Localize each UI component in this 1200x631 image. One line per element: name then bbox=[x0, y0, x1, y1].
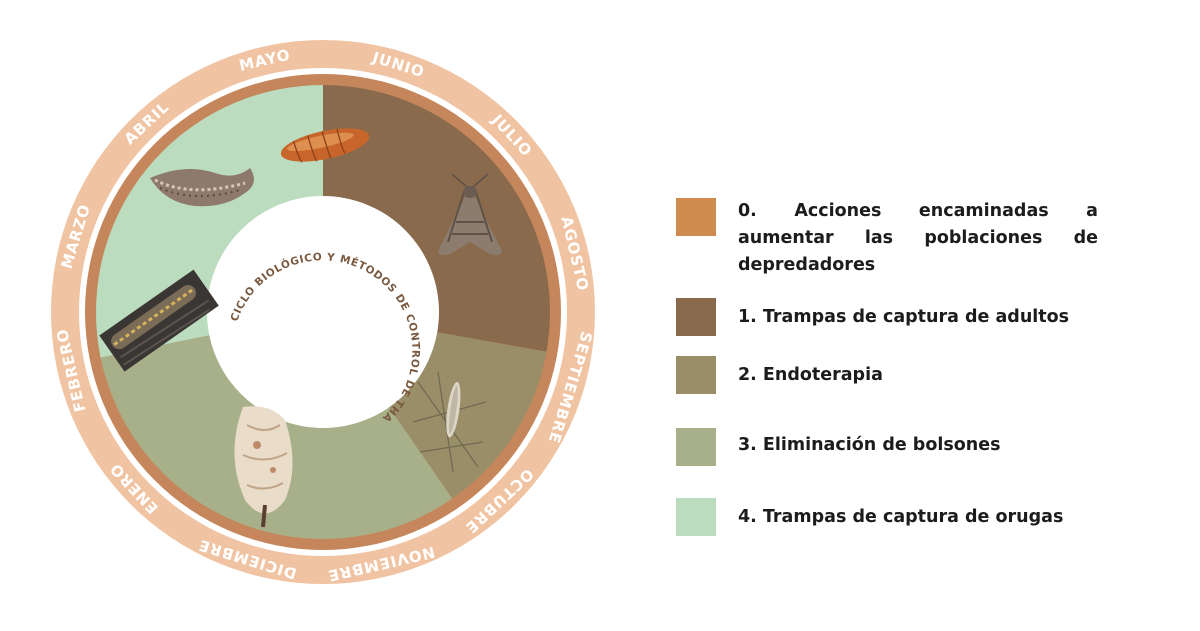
caterpillar-on-bark-icon bbox=[99, 269, 219, 372]
legend-label: 3. Eliminación de bolsones bbox=[738, 435, 1001, 455]
legend-swatch bbox=[676, 498, 716, 536]
caterpillar-procession-icon bbox=[150, 168, 254, 207]
legend-swatch bbox=[676, 356, 716, 394]
egg-cluster-icon bbox=[412, 371, 487, 473]
life-cycle-wheel: CICLO BIOLÓGICO Y MÉTODOS DE CONTROL DE … bbox=[0, 0, 596, 585]
legend-swatch bbox=[676, 198, 716, 236]
legend-label: 0. Acciones encaminadas a aumentar las p… bbox=[738, 201, 1098, 275]
legend-label: 2. Endoterapia bbox=[738, 365, 883, 385]
legend-item-trampas-orugas: 4. Trampas de captura de orugas bbox=[676, 498, 1098, 536]
legend-item-depredadores: 0. Acciones encaminadas a aumentar las p… bbox=[676, 198, 1098, 279]
legend-label: 4. Trampas de captura de orugas bbox=[738, 507, 1064, 527]
legend-swatch bbox=[676, 298, 716, 336]
legend-swatch bbox=[676, 428, 716, 466]
legend-item-trampas-adultos: 1. Trampas de captura de adultos bbox=[676, 298, 1098, 336]
nest-bag-icon bbox=[234, 406, 293, 528]
adult-moth-icon bbox=[438, 173, 502, 256]
legend-item-endoterapia: 2. Endoterapia bbox=[676, 356, 1098, 394]
legend-item-eliminacion-bolsones: 3. Eliminación de bolsones bbox=[676, 428, 1098, 466]
pupa-icon bbox=[280, 128, 370, 163]
center-disc bbox=[207, 196, 439, 428]
legend-label: 1. Trampas de captura de adultos bbox=[738, 307, 1070, 327]
